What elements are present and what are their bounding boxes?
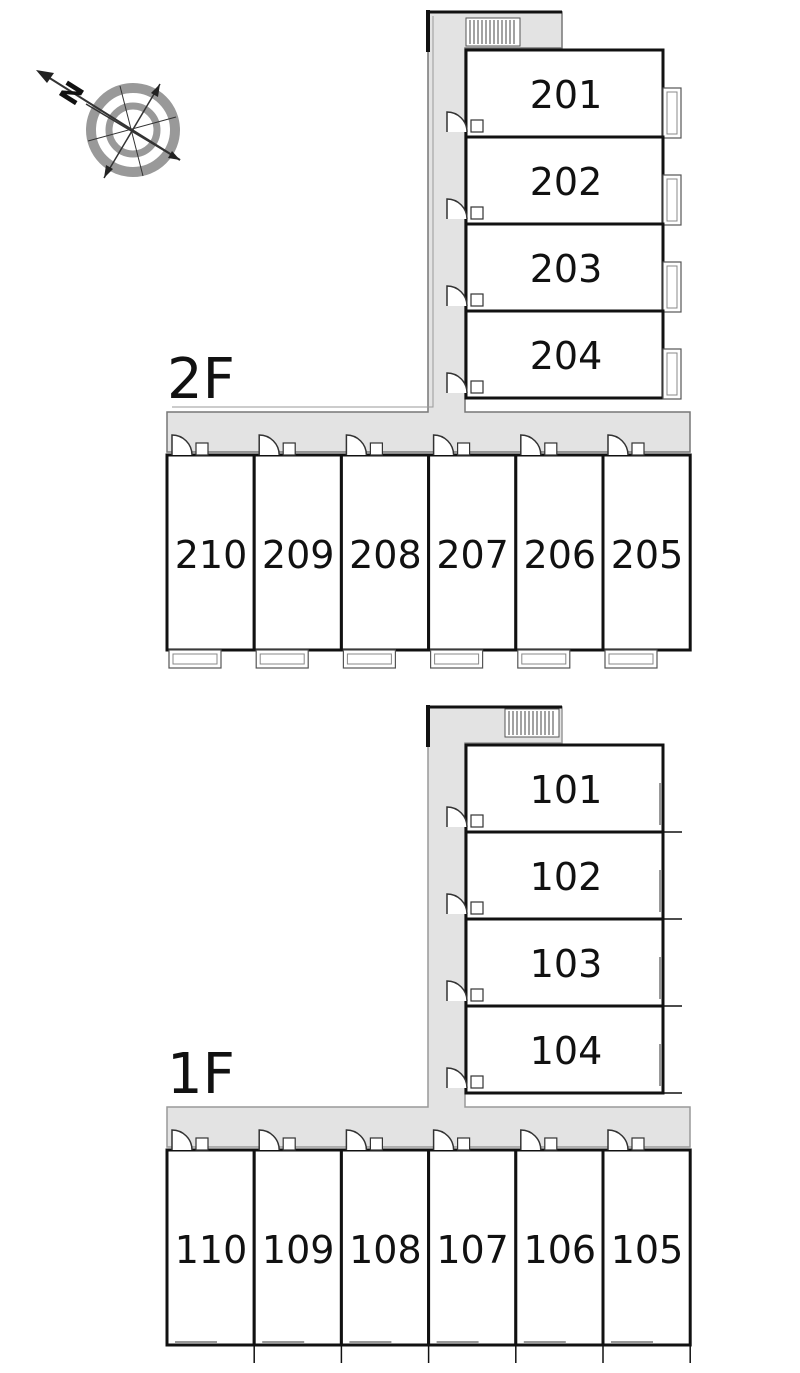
unit-104: 104 [446, 1004, 682, 1095]
unit-label: 206 [524, 533, 597, 577]
unit-207: 207 [427, 434, 518, 669]
door-icon [446, 111, 484, 133]
unit-109: 109 [252, 1129, 343, 1363]
door-icon [258, 434, 296, 456]
unit-label: 102 [530, 855, 603, 899]
floor-2f: 201 202 203 204 210 209 208 207 206 205 2F [165, 10, 692, 669]
door-icon [345, 1129, 383, 1151]
corridor [166, 11, 691, 453]
unit-label: 203 [530, 247, 603, 291]
door-icon [432, 1129, 471, 1151]
unit-label: 101 [530, 768, 603, 812]
unit-208: 208 [339, 434, 431, 669]
door-icon [446, 285, 484, 307]
door-icon [446, 806, 484, 828]
unit-label: 204 [530, 334, 603, 378]
door-icon [520, 1129, 558, 1151]
unit-label: 202 [530, 160, 603, 204]
unit-204: 204 [446, 309, 682, 400]
unit-203: 203 [446, 222, 682, 313]
door-icon [520, 434, 558, 456]
balcony [342, 649, 396, 669]
east-wing-units: 101 102 103 104 [446, 743, 682, 1095]
compass-north-label: N [54, 76, 91, 110]
balcony [430, 649, 484, 669]
door-icon [446, 893, 484, 915]
balcony [662, 174, 682, 226]
balcony [662, 348, 682, 400]
staircase [465, 17, 521, 47]
unit-110: 110 [165, 1129, 256, 1363]
unit-label: 210 [175, 533, 248, 577]
unit-label: 106 [524, 1228, 597, 1272]
balcony [517, 649, 571, 669]
unit-label: 109 [262, 1228, 335, 1272]
unit-205: 205 [601, 434, 692, 669]
balcony [255, 649, 309, 669]
staircase [504, 708, 560, 738]
compass-icon: N [36, 70, 181, 179]
unit-label: 103 [530, 942, 603, 986]
balcony [662, 87, 682, 139]
unit-label: 207 [436, 533, 509, 577]
floor-label: 2F [167, 347, 235, 412]
unit-label: 208 [349, 533, 422, 577]
unit-206: 206 [514, 434, 605, 669]
balcony [662, 261, 682, 313]
door-icon [446, 980, 484, 1002]
unit-107: 107 [427, 1129, 518, 1363]
floor-label: 1F [167, 1042, 235, 1107]
door-icon [345, 434, 383, 456]
door-icon [432, 434, 471, 456]
unit-108: 108 [339, 1129, 431, 1363]
door-icon [171, 434, 209, 456]
door-icon [446, 1067, 484, 1089]
door-icon [607, 434, 645, 456]
unit-105: 105 [601, 1129, 692, 1363]
unit-label: 209 [262, 533, 335, 577]
unit-label: 201 [530, 73, 603, 117]
balcony [604, 649, 658, 669]
unit-label: 104 [530, 1029, 603, 1073]
unit-label: 105 [611, 1228, 684, 1272]
unit-209: 209 [252, 434, 343, 669]
door-icon [607, 1129, 645, 1151]
east-wing-units: 201 202 203 204 [446, 48, 682, 400]
door-icon [446, 198, 484, 220]
unit-102: 102 [446, 830, 682, 921]
unit-103: 103 [446, 917, 682, 1008]
unit-label: 205 [611, 533, 684, 577]
unit-label: 110 [175, 1228, 248, 1272]
unit-label: 108 [349, 1228, 422, 1272]
unit-210: 210 [165, 434, 256, 669]
unit-label: 107 [436, 1228, 509, 1272]
floor-1f: 101 102 103 104 110 109 108 107 106 105 1F [165, 705, 692, 1363]
door-icon [258, 1129, 296, 1151]
balcony [168, 649, 222, 669]
south-wing-units: 210 209 208 207 206 205 [165, 434, 692, 669]
unit-106: 106 [514, 1129, 605, 1363]
unit-201: 201 [446, 48, 682, 139]
unit-101: 101 [446, 743, 682, 834]
door-icon [446, 372, 484, 394]
corridor [166, 706, 691, 1148]
unit-202: 202 [446, 135, 682, 226]
door-icon [171, 1129, 209, 1151]
south-wing-units: 110 109 108 107 106 105 [165, 1129, 692, 1363]
